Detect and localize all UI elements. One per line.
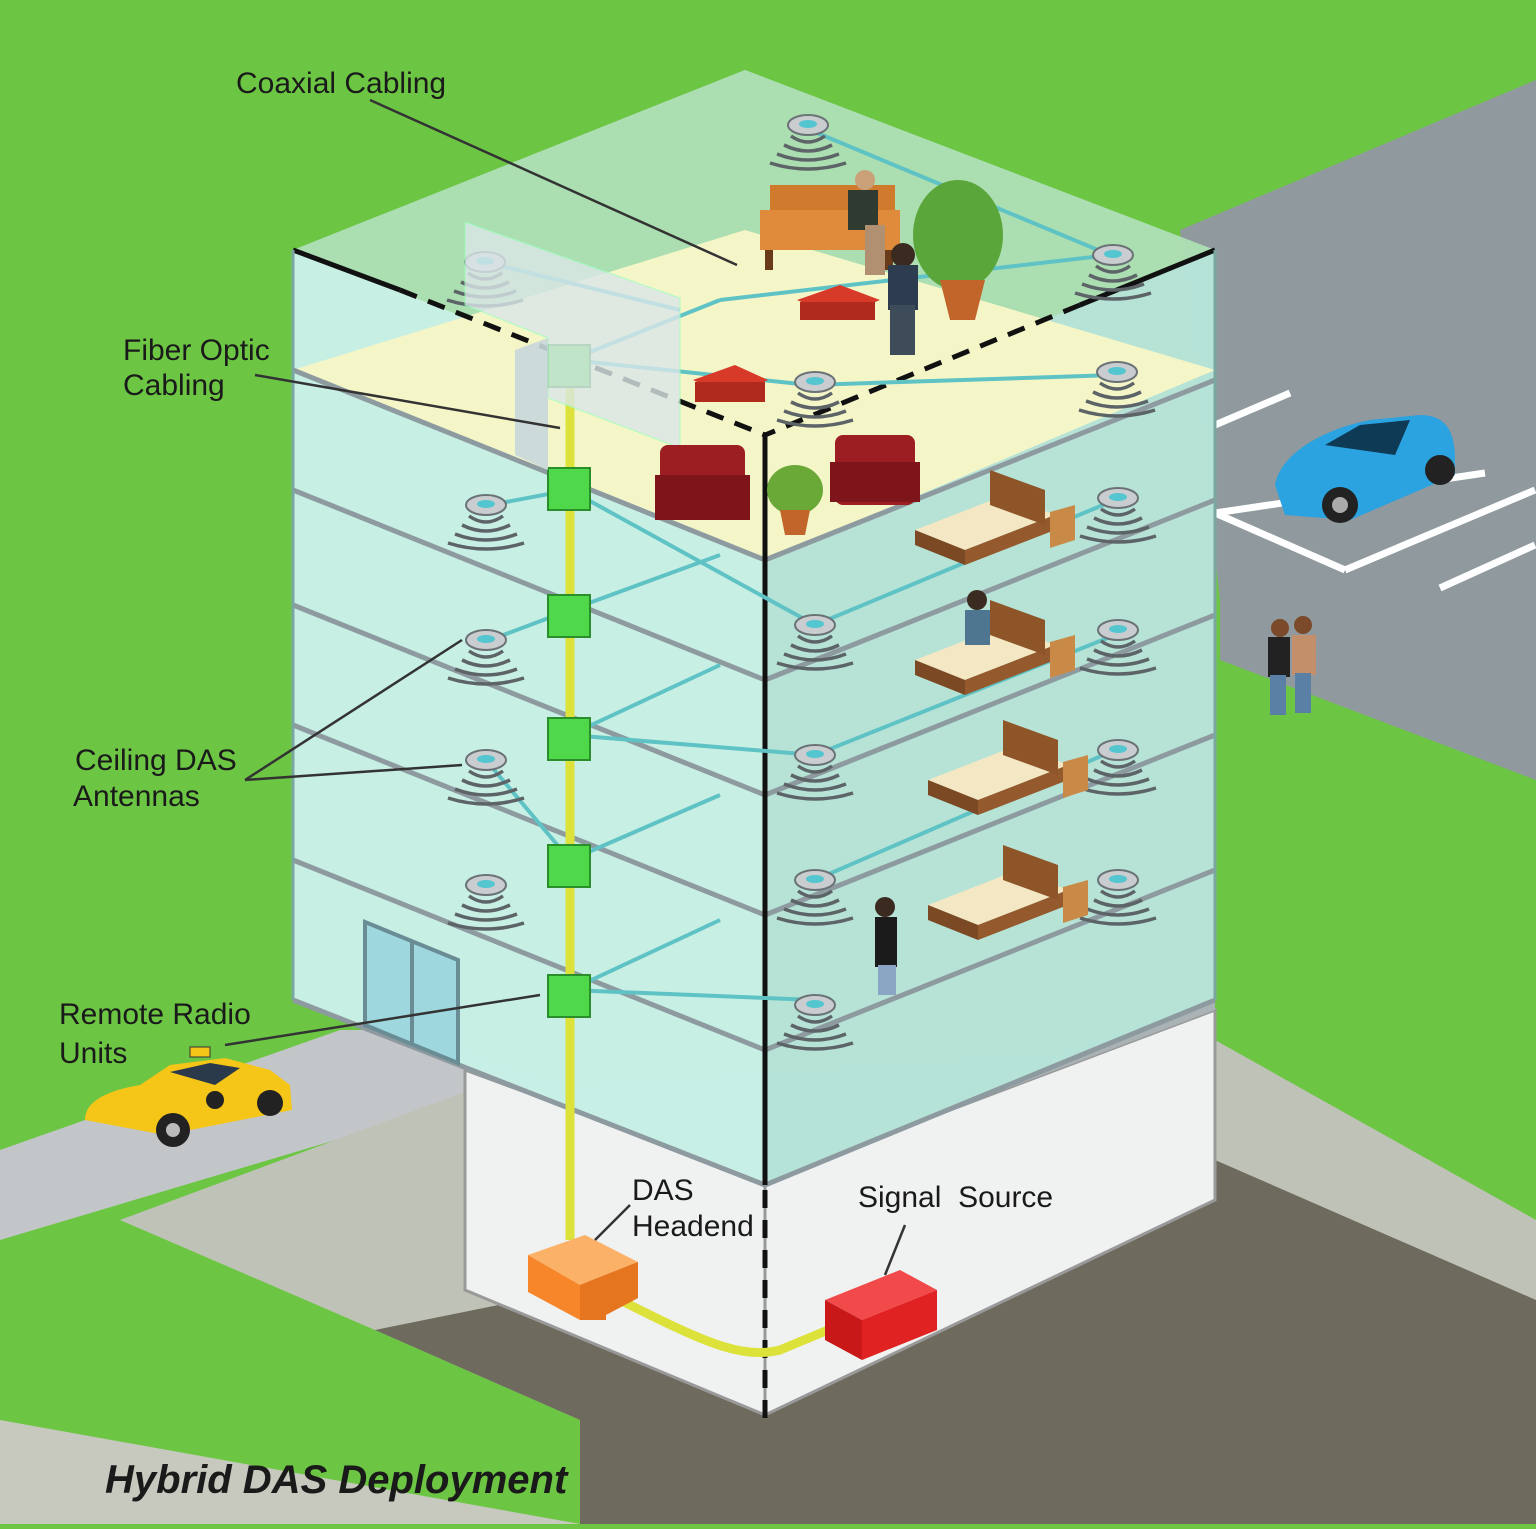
parking-lines [1213,389,1536,592]
remote-radio-unit-icon [547,594,591,638]
entrance-door [363,919,460,1066]
person-icon [1268,619,1290,715]
person-icon [875,897,897,995]
table-icon [797,285,880,318]
person-icon [888,243,918,355]
bed-icon [928,720,1088,815]
ceiling-antenna-icon [1079,487,1157,544]
bed-icon [915,600,1075,695]
person-icon [848,170,885,275]
diagram-title: Hybrid DAS Deployment [105,1458,569,1502]
ceiling-antenna-icon [1078,361,1156,418]
coaxial-cabling-label: Coaxial Cabling [236,67,446,100]
bed-icon [928,845,1088,940]
ceiling-antenna-icon [447,494,525,551]
labels: Coaxial Cabling Fiber Optic Cabling Ceil… [59,67,1053,1502]
ceiling-antenna-icon [776,614,854,671]
ceiling-antenna-icon [769,114,847,171]
ceiling-antenna-icon [776,869,854,926]
ceiling-antenna-icon [776,994,854,1051]
signal-source-label: Signal Source [858,1181,1053,1214]
person-icon [1292,616,1316,713]
parking-lot [1180,80,1536,700]
remote-radio-unit-icon [547,974,591,1018]
remote-radio-label-1: Remote Radio [59,998,251,1031]
fiber-optic-label-2: Cabling [123,369,225,402]
das-headend-box [528,1235,638,1320]
ceiling-antenna-icon [1079,619,1157,676]
car-icon [1275,415,1455,523]
das-headend-label-2: Headend [632,1210,754,1243]
ceiling-das-label-1: Ceiling DAS [75,744,237,777]
ceiling-antenna-icon [776,371,854,428]
plant-icon [913,180,1003,320]
person-icon [965,590,990,645]
bed-icon [915,470,1075,565]
ceiling-antenna-icon [1074,244,1152,301]
leader-lines [224,98,907,1276]
remote-radio-label-2: Units [59,1037,127,1070]
ceiling-das-label-2: Antennas [73,780,200,813]
plant-icon [767,465,823,535]
ceiling-antenna-icon [776,744,854,801]
furniture [363,170,1088,1066]
table-icon [693,365,768,398]
armchair-icon [655,445,750,520]
ceiling-antenna-icon [1079,869,1157,926]
taxi-icon [85,1046,292,1147]
ceiling-antenna-icon [447,629,525,686]
ceiling-antenna-icon [447,749,525,806]
das-headend-label-1: DAS [632,1174,694,1207]
remote-radio-unit-icon [547,844,591,888]
fiber-optic-label-1: Fiber Optic [123,334,270,367]
remote-radio-unit-icon [547,467,591,511]
ceiling-antenna-icon [447,874,525,931]
remote-radio-unit-icon [547,717,591,761]
street [0,1030,470,1240]
armchair-icon [830,435,920,505]
signal-source-box [825,1270,937,1360]
